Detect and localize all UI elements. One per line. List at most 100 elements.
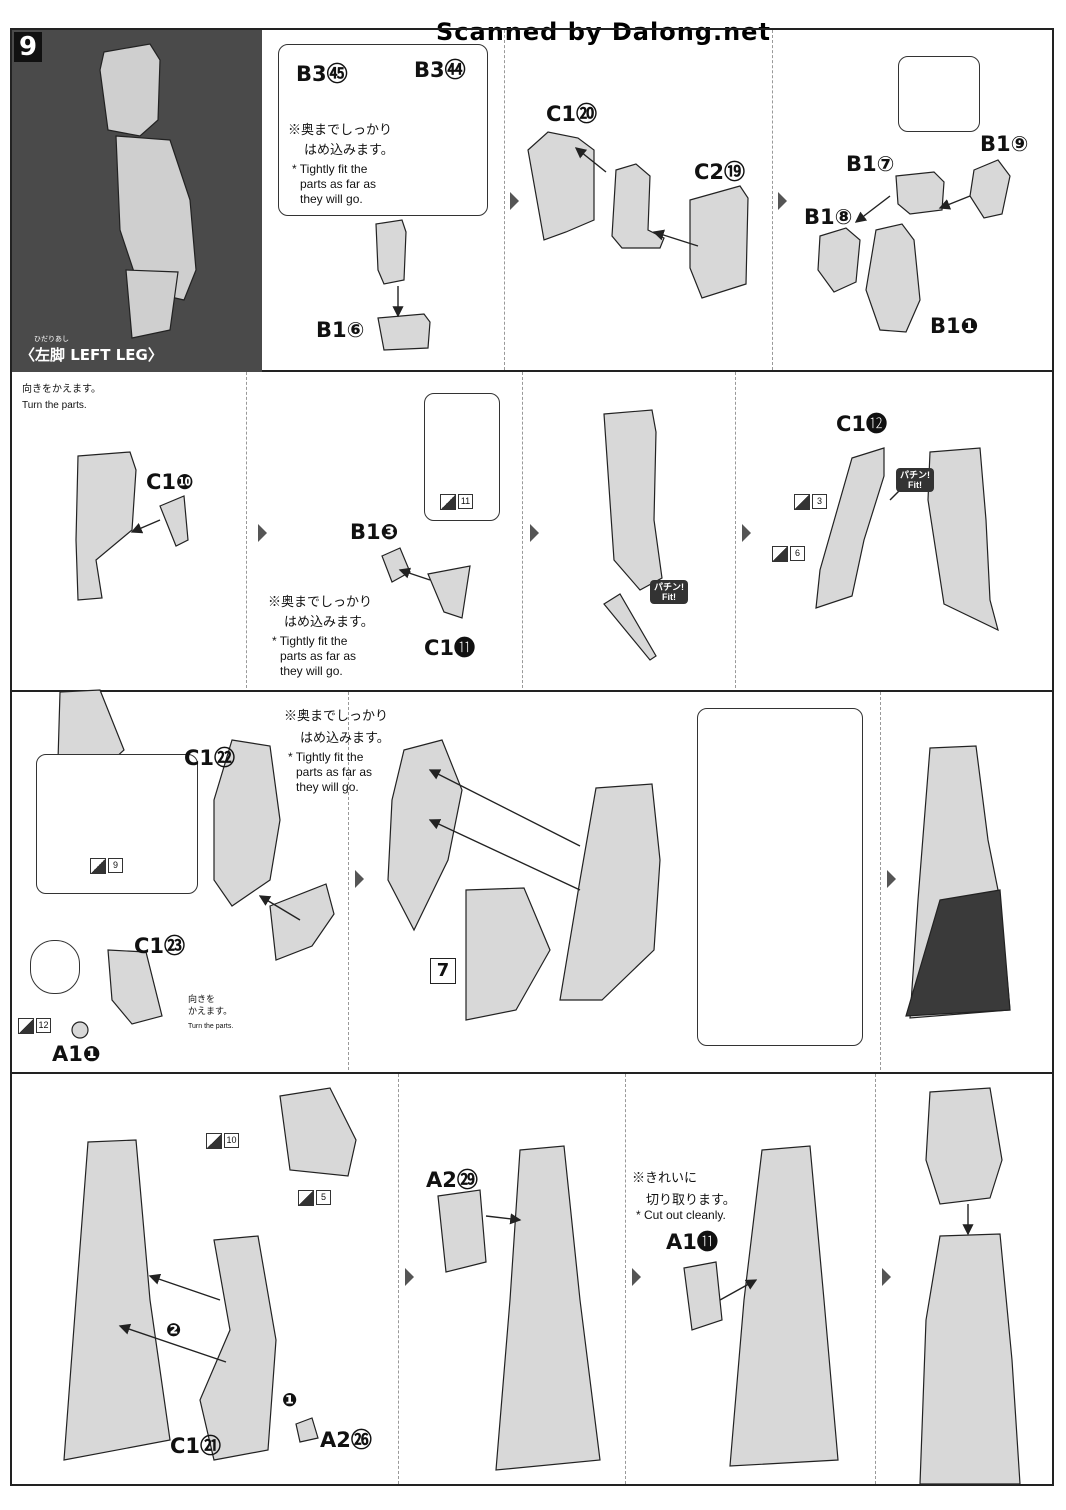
callout-bubble <box>697 708 863 1046</box>
note-en: * Tightly fit the <box>292 162 368 176</box>
note-en: they will go. <box>296 780 359 794</box>
part-label: A2㉖ <box>320 1428 372 1452</box>
part-label: C1㉑ <box>170 1434 222 1458</box>
next-arrow-icon <box>530 524 539 542</box>
sticker-number: 11 <box>458 494 473 510</box>
callout-bubble <box>36 754 198 894</box>
part-label: C1❿ <box>146 470 194 494</box>
row3-parts <box>57 689 1011 1039</box>
note-en: * Tightly fit the <box>272 634 348 648</box>
part-label: B1⑨ <box>980 132 1029 156</box>
part-label: C2⑲ <box>694 160 746 184</box>
part-label: A1⓫ <box>666 1230 718 1254</box>
sticker-icon <box>206 1133 222 1149</box>
panel-separator <box>504 30 505 370</box>
part-label: C1⓫ <box>424 636 476 660</box>
row4-parts <box>63 1087 1021 1485</box>
note-en: * Tightly fit the <box>288 750 364 764</box>
note-jp: 向きを <box>188 994 216 1004</box>
callout-bubble <box>424 393 500 521</box>
note-jp: はめ込みます。 <box>300 730 390 745</box>
fit-badge-jp: パチン! <box>654 582 684 592</box>
part-label: A1❶ <box>52 1042 101 1066</box>
sticker-icon <box>90 858 106 874</box>
part-label: B1❶ <box>930 314 979 338</box>
row-divider <box>10 690 1054 692</box>
sticker-ref: 11 <box>440 494 473 510</box>
sticker-ref: 9 <box>90 858 123 874</box>
step-title-ruby: ひだりあし <box>34 335 69 343</box>
fit-badge-jp: パチン! <box>900 470 930 480</box>
panel-separator <box>348 692 349 1070</box>
step-title-text: 〈左脚 LEFT LEG〉 <box>20 346 163 364</box>
note-en: parts as far as <box>296 765 373 779</box>
note-jp: ※きれいに <box>632 1170 698 1185</box>
fit-badge-en: Fit! <box>908 480 922 490</box>
note-jp: ※奥までしっかり <box>268 594 373 609</box>
note-en: Turn the parts. <box>22 400 87 411</box>
panel-separator <box>875 1074 876 1484</box>
note-jp: 向きをかえます。 <box>22 384 101 395</box>
next-arrow-icon <box>742 524 751 542</box>
note-en: parts as far as <box>300 177 377 191</box>
part-label: B1⑥ <box>316 318 365 342</box>
note-en: * Cut out cleanly. <box>636 1208 726 1222</box>
sticker-ref: 6 <box>772 546 805 562</box>
note-jp: 切り取ります。 <box>646 1192 736 1207</box>
step-title: ひだりあし 〈左脚 LEFT LEG〉 <box>20 335 163 365</box>
note-jp: はめ込みます。 <box>304 142 394 157</box>
sticker-number: 10 <box>224 1133 239 1149</box>
sticker-number: 9 <box>108 858 123 874</box>
note-jp: かえます。 <box>188 1006 233 1016</box>
watermark: Scanned by Dalong.net <box>436 18 771 46</box>
sticker-icon <box>298 1190 314 1206</box>
callout-bubble <box>898 56 980 132</box>
next-arrow-icon <box>405 1268 414 1286</box>
fit-badge: パチン!Fit! <box>896 468 934 492</box>
part-label: B1⑧ <box>804 205 853 229</box>
sticker-number: 3 <box>812 494 827 510</box>
sticker-number: 12 <box>36 1018 51 1034</box>
part-label: A2㉙ <box>426 1168 478 1192</box>
sticker-ref: 12 <box>18 1018 51 1034</box>
sticker-icon <box>772 546 788 562</box>
sticker-number: 5 <box>316 1190 331 1206</box>
row-divider <box>10 370 1054 372</box>
row-divider <box>10 1072 1054 1074</box>
part-label: B3㊹ <box>414 58 466 82</box>
note-jp: ※奥までしっかり <box>284 708 389 723</box>
sticker-ref: 3 <box>794 494 827 510</box>
next-arrow-icon <box>632 1268 641 1286</box>
note-en: they will go. <box>280 664 343 678</box>
order-mark: ❶ <box>282 1390 298 1411</box>
next-arrow-icon <box>355 870 364 888</box>
panel-separator <box>522 372 523 688</box>
panel-separator <box>398 1074 399 1484</box>
fit-badge: パチン!Fit! <box>650 580 688 604</box>
next-arrow-icon <box>882 1268 891 1286</box>
note-jp: はめ込みます。 <box>284 614 374 629</box>
note-jp: ※奥までしっかり <box>288 122 393 137</box>
sticker-icon <box>18 1018 34 1034</box>
sticker-number: 6 <box>790 546 805 562</box>
part-label: B1⑦ <box>846 152 895 176</box>
sticker-icon <box>794 494 810 510</box>
next-arrow-icon <box>258 524 267 542</box>
next-arrow-icon <box>510 192 519 210</box>
sticker-ref: 10 <box>206 1133 239 1149</box>
row2-parts <box>75 395 999 661</box>
callout-bubble <box>30 940 80 994</box>
panel-separator <box>735 372 736 688</box>
page-frame <box>10 28 1054 1486</box>
note-en: parts as far as <box>280 649 357 663</box>
part-label: C1⑳ <box>546 102 598 126</box>
note-en: Turn the parts. <box>188 1023 234 1030</box>
callout-bubble <box>278 44 488 216</box>
sticker-icon <box>440 494 456 510</box>
part-label: C1㉓ <box>134 934 186 958</box>
note-en: they will go. <box>300 192 363 206</box>
reference-marker: 7 <box>430 958 456 984</box>
fit-badge-en: Fit! <box>662 592 676 602</box>
next-arrow-icon <box>778 192 787 210</box>
